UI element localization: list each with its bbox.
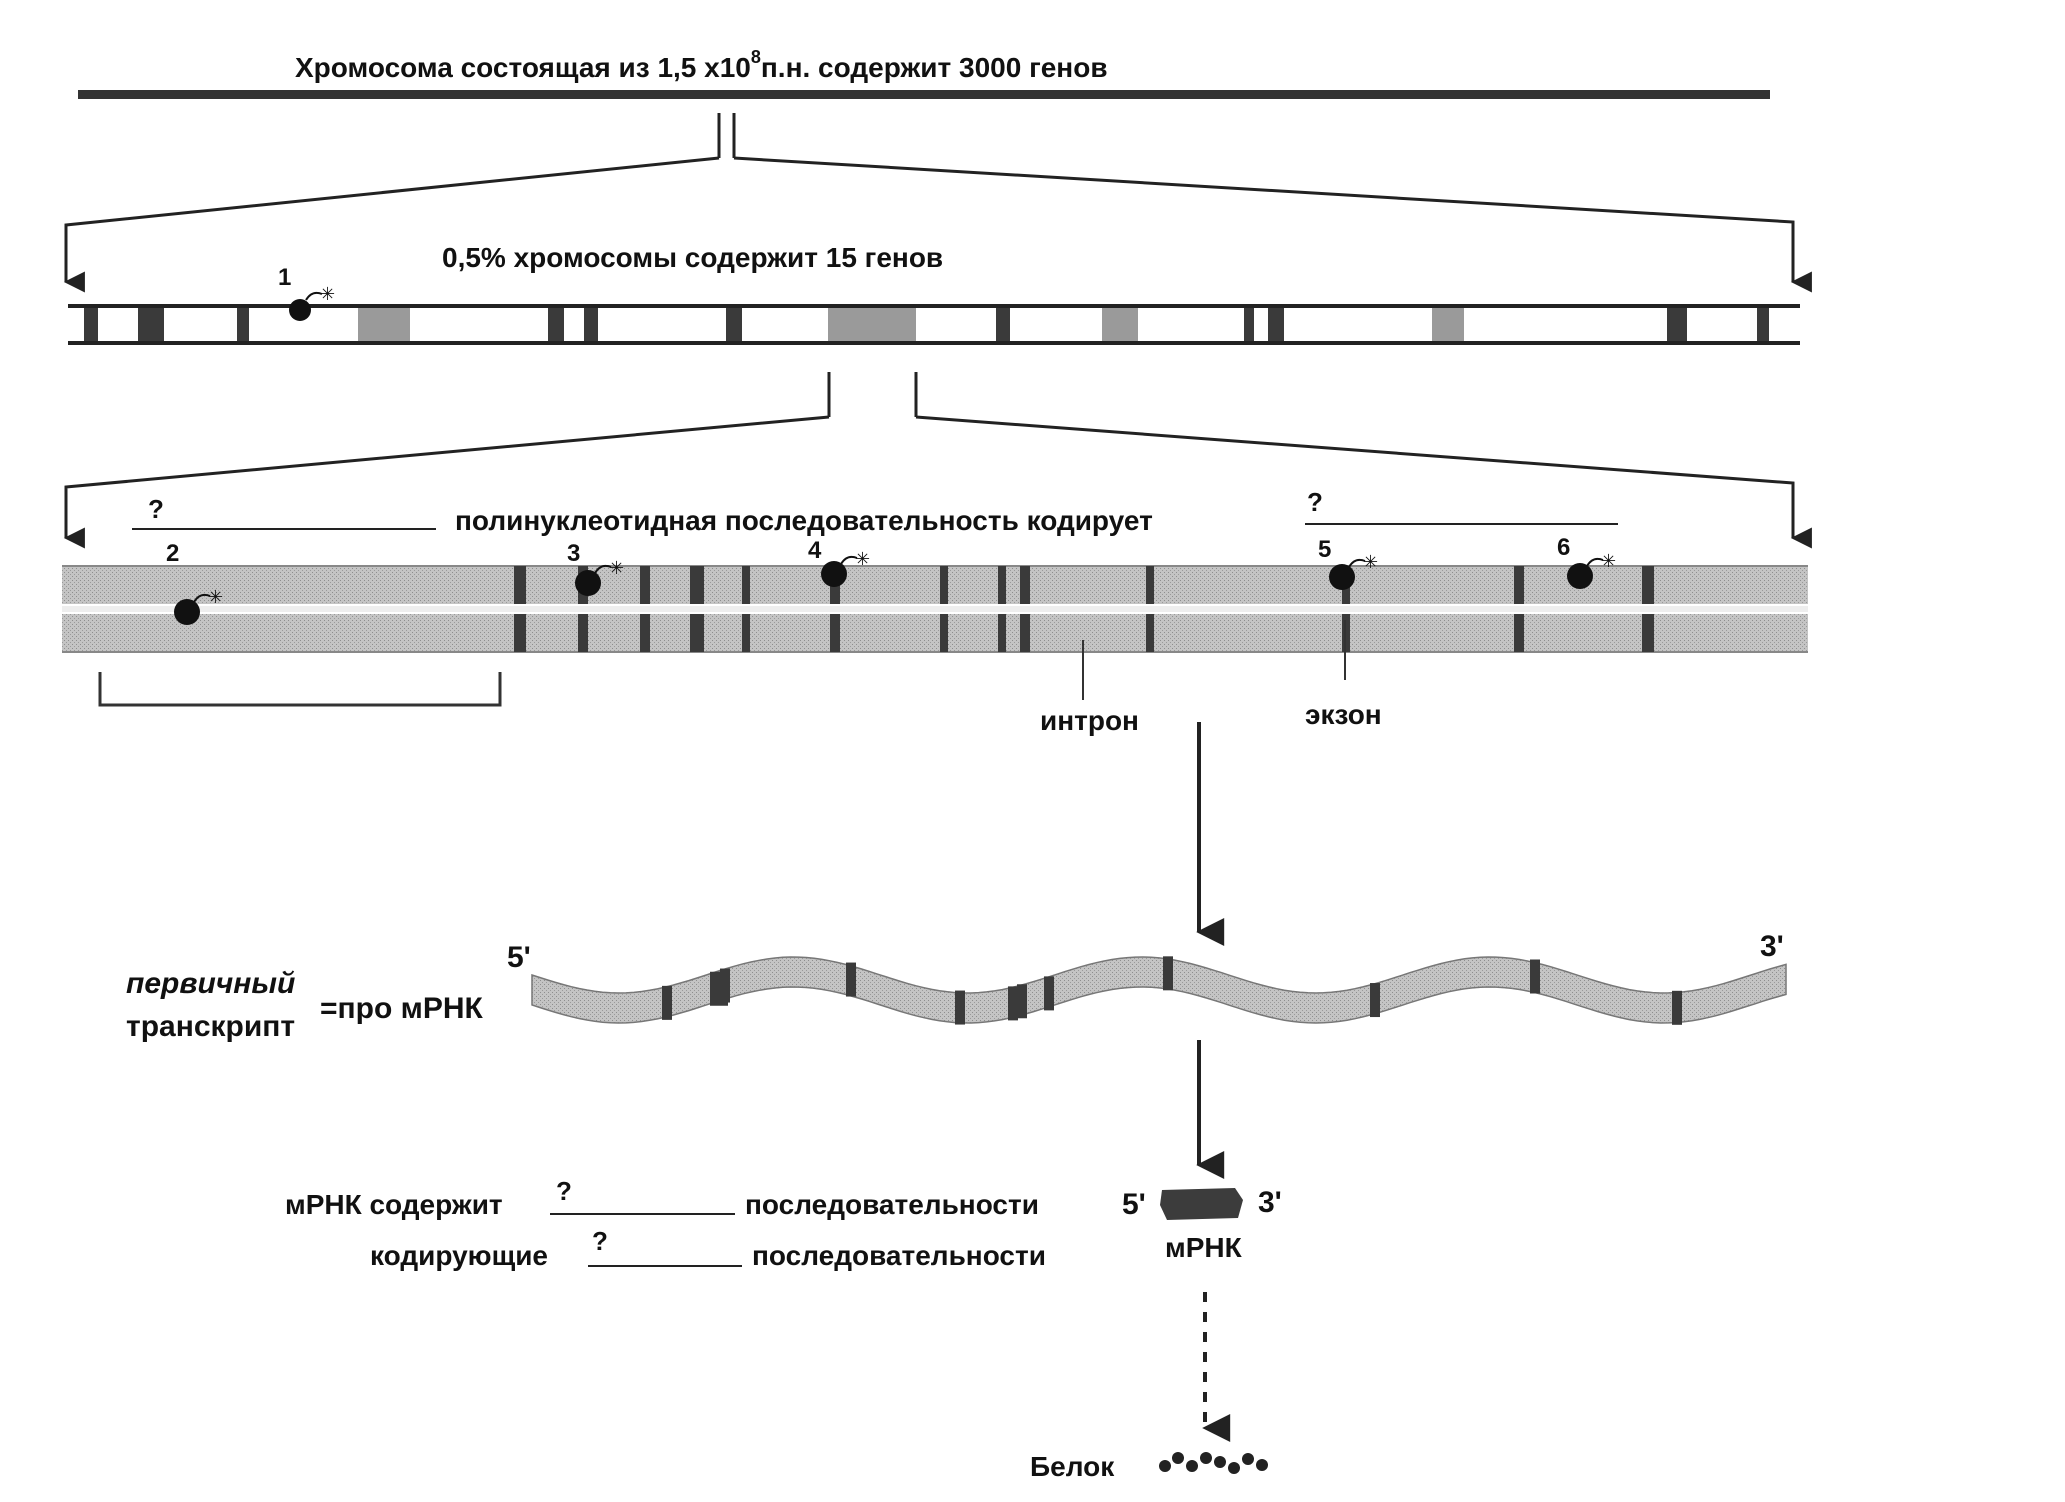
- svg-text:3: 3: [567, 540, 580, 567]
- mutation-marker-4: 4 ✳: [808, 537, 870, 587]
- transcript-exon-band: [1017, 984, 1027, 1019]
- segment-band: [828, 308, 916, 341]
- svg-text:✳: ✳: [855, 549, 870, 570]
- exon-band: [640, 566, 650, 604]
- exon-band: [1642, 566, 1654, 604]
- segment-band: [1244, 308, 1254, 341]
- mrna-contains-label: мРНК содержит: [285, 1189, 503, 1220]
- segment-band: [138, 308, 164, 341]
- dna-double-strand: [62, 565, 1808, 653]
- zoom-connector-2: [63, 372, 1812, 549]
- svg-text:6: 6: [1557, 534, 1570, 561]
- mrna-question-2: ?: [592, 1226, 608, 1256]
- title-text: Хромосома состоящая из 1,5 х108п.н. соде…: [295, 47, 1108, 83]
- mutation-marker-6: 6 ✳: [1557, 534, 1616, 589]
- segment-band: [1268, 308, 1284, 341]
- segment-band: [237, 308, 249, 341]
- mutation-marker-2: 2 ✳: [166, 540, 223, 625]
- mutation-marker-5: 5 ✳: [1318, 536, 1378, 590]
- mrna-question-1: ?: [556, 1176, 572, 1206]
- pre-mrna-wave: [531, 956, 1787, 1025]
- chromosome-line: [78, 90, 1770, 99]
- exon-band: [578, 614, 588, 652]
- transcript-exon-band: [1672, 990, 1682, 1025]
- exon-band: [1020, 566, 1030, 604]
- protein-chain: [1159, 1452, 1268, 1474]
- segment-band: [1667, 308, 1687, 341]
- gene-label: ? полинуклеотидная последовательность ко…: [132, 487, 1618, 536]
- svg-text:?: ?: [148, 494, 164, 524]
- mutation-marker-3: 3 ✳: [567, 540, 624, 596]
- exon-band: [940, 566, 948, 604]
- svg-text:1: 1: [278, 264, 291, 291]
- pre-mrna-three-prime: 3': [1760, 930, 1784, 963]
- intron-label: интрон: [1040, 705, 1139, 736]
- svg-text:2: 2: [166, 540, 179, 567]
- exon-band: [514, 614, 526, 652]
- exon-band: [830, 614, 840, 652]
- segment-band: [996, 308, 1010, 341]
- segment-band: [726, 308, 742, 341]
- primary-transcript-line1: первичный: [126, 967, 295, 1000]
- transcript-exon-band: [1044, 976, 1054, 1011]
- svg-text:✳: ✳: [1601, 551, 1616, 572]
- svg-text:5: 5: [1318, 536, 1331, 563]
- segment-band: [358, 308, 410, 341]
- transcript-exon-band: [1530, 959, 1540, 994]
- exon-band: [998, 614, 1006, 652]
- segment-band: [1432, 308, 1464, 341]
- exon-band: [1514, 566, 1524, 604]
- mature-mrna: [1160, 1188, 1243, 1220]
- segment-band: [1102, 308, 1138, 341]
- mrna-sequences-2: последовательности: [752, 1240, 1046, 1271]
- primary-transcript-line2: транскрипт: [126, 1010, 295, 1043]
- transcript-exon-band: [1008, 986, 1018, 1021]
- transcript-exon-band: [846, 962, 856, 997]
- mrna-sequences-1: последовательности: [745, 1189, 1039, 1220]
- exon-band: [640, 614, 650, 652]
- mrna-label: мРНК: [1165, 1232, 1243, 1263]
- exon-band: [690, 566, 704, 604]
- exon-band: [1146, 566, 1154, 604]
- svg-text:✳: ✳: [320, 284, 335, 305]
- segment-band: [548, 308, 564, 341]
- mrna-five-prime: 5': [1122, 1188, 1146, 1221]
- exon-band: [742, 566, 750, 604]
- exon-band: [940, 614, 948, 652]
- svg-text:?: ?: [1307, 487, 1323, 517]
- exon-label: экзон: [1305, 699, 1382, 730]
- segment-band: [84, 308, 98, 341]
- promoter-bracket: [98, 672, 502, 707]
- exon-band: [690, 614, 704, 652]
- transcript-exon-band: [720, 968, 730, 1003]
- transcript-exon-band: [662, 985, 672, 1020]
- protein-label: Белок: [1030, 1451, 1115, 1482]
- exon-band: [1020, 614, 1030, 652]
- segment-band: [584, 308, 598, 341]
- svg-text:4: 4: [808, 537, 822, 564]
- exon-band: [1146, 614, 1154, 652]
- transcript-exon-band: [1370, 983, 1380, 1018]
- svg-text:✳: ✳: [609, 558, 624, 579]
- exon-band: [1514, 614, 1524, 652]
- segment-band: [1757, 308, 1769, 341]
- zoom-connector-1: [63, 113, 1812, 293]
- mutation-marker-1: 1 ✳: [278, 264, 335, 321]
- mrna-three-prime: 3': [1258, 1186, 1282, 1219]
- pre-mrna-label: =про мРНК: [320, 992, 483, 1025]
- exon-band: [998, 566, 1006, 604]
- exon-band: [514, 566, 526, 604]
- transcript-exon-band: [1163, 956, 1173, 991]
- svg-text:✳: ✳: [1363, 552, 1378, 573]
- chromosome-segment: [68, 304, 1800, 345]
- exon-band: [1642, 614, 1654, 652]
- segment-label: 0,5% хромосомы содержит 15 генов: [442, 242, 943, 273]
- svg-text:✳: ✳: [208, 587, 223, 608]
- exon-band: [742, 614, 750, 652]
- pre-mrna-five-prime: 5': [507, 941, 531, 974]
- svg-text:полинуклеотидная последователь: полинуклеотидная последовательность коди…: [455, 505, 1153, 536]
- coding-label: кодирующие: [370, 1240, 548, 1271]
- transcript-exon-band: [955, 990, 965, 1025]
